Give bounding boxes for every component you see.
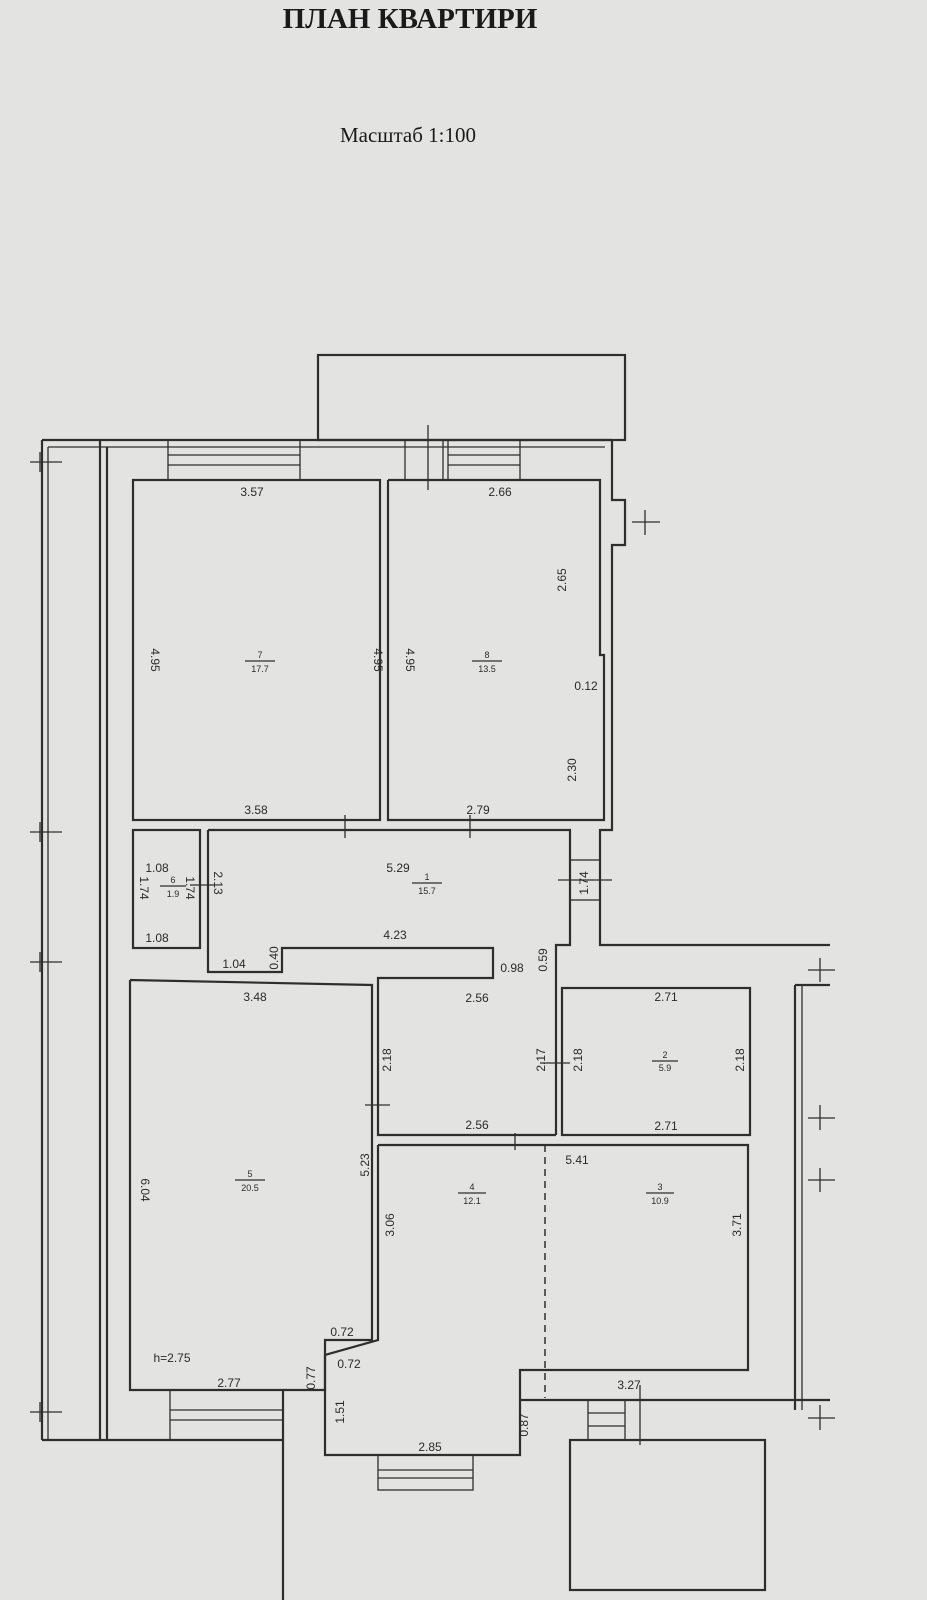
dim-label: 2.71 xyxy=(654,990,678,1004)
balcony-bottom xyxy=(568,1438,767,1592)
dim-label: 3.57 xyxy=(240,485,264,499)
dim-label: 2.18 xyxy=(571,1048,585,1072)
dim-label: 1.08 xyxy=(145,861,169,875)
room-number: 2 xyxy=(662,1050,667,1060)
walls xyxy=(30,353,835,1600)
room-1: 115.7 xyxy=(412,872,442,896)
room-8: 813.5 xyxy=(472,650,502,674)
dim-label: 1.08 xyxy=(145,931,169,945)
room-2: 25.9 xyxy=(652,1050,678,1073)
room-number: 3 xyxy=(657,1182,662,1192)
dim-label: 2.79 xyxy=(466,803,490,817)
room-number: 7 xyxy=(257,650,262,660)
dim-label: 0.77 xyxy=(304,1366,318,1390)
dim-label: 1.74 xyxy=(137,876,151,900)
dim-label: 2.85 xyxy=(418,1440,442,1454)
dim-label: 2.66 xyxy=(488,485,512,499)
dim-label: 1.74 xyxy=(183,876,197,900)
dim-label: 2.30 xyxy=(565,758,579,782)
corridor-outline xyxy=(208,828,572,1135)
room-area: 12.1 xyxy=(463,1196,481,1206)
room-area: 1.9 xyxy=(167,889,180,899)
dim-label: 2.71 xyxy=(654,1119,678,1133)
room-area: 20.5 xyxy=(241,1183,259,1193)
dim-label: 2.13 xyxy=(211,871,225,895)
room-8-outline xyxy=(386,478,606,822)
dim-label: 3.27 xyxy=(617,1378,641,1392)
dim-label: 0.72 xyxy=(337,1357,361,1371)
room-area: 10.9 xyxy=(651,1196,669,1206)
room-5-outline xyxy=(128,978,374,1392)
dim-label: 0.87 xyxy=(517,1413,531,1437)
room-4: 412.1 xyxy=(458,1182,486,1206)
room-7: 717.7 xyxy=(245,650,275,674)
room-5: 520.5 xyxy=(235,1169,265,1193)
dim-label: 2.17 xyxy=(534,1048,548,1072)
room-6-outline xyxy=(131,828,202,950)
dim-label: 3.71 xyxy=(730,1213,744,1237)
windows xyxy=(167,425,641,1491)
dim-label: 0.12 xyxy=(574,679,598,693)
dim-label: 1.51 xyxy=(333,1400,347,1424)
dim-label: 4.95 xyxy=(403,648,417,672)
room-number: 5 xyxy=(247,1169,252,1179)
balcony-top xyxy=(316,353,627,442)
dim-label: 3.48 xyxy=(243,990,267,1004)
dim-label: 1.74 xyxy=(577,871,591,895)
room-6: 61.9 xyxy=(160,875,186,899)
scale-label: Масштаб 1:100 xyxy=(340,123,476,147)
dim-label: 0.59 xyxy=(536,948,550,972)
room-number: 6 xyxy=(170,875,175,885)
dim-label: 2.56 xyxy=(465,1118,489,1132)
dim-label: 2.18 xyxy=(733,1048,747,1072)
dim-label: 5.41 xyxy=(565,1153,589,1167)
dim-label: 5.29 xyxy=(386,861,410,875)
room-4-3-outline xyxy=(323,1143,750,1457)
room-labels: 717.7 813.5 61.9 115.7 25.9 520.5 412.1 … xyxy=(153,650,678,1365)
page-title: ПЛАН КВАРТИРИ xyxy=(283,3,538,35)
dim-label: 2.77 xyxy=(217,1376,241,1390)
dim-label: 3.06 xyxy=(383,1213,397,1237)
dim-label: 6.04 xyxy=(138,1178,152,1202)
dim-label: 4.23 xyxy=(383,928,407,942)
room-area: 5.9 xyxy=(659,1063,672,1073)
ceiling-height: h=2.75 xyxy=(153,1351,190,1365)
dim-label: 2.65 xyxy=(555,568,569,592)
dim-label: 4.95 xyxy=(371,648,385,672)
room-area: 17.7 xyxy=(251,664,269,674)
dim-label: 0.40 xyxy=(267,946,281,970)
dim-label: 0.72 xyxy=(330,1325,354,1339)
dim-label: 3.58 xyxy=(244,803,268,817)
room-2-outline xyxy=(560,986,752,1137)
room-area: 15.7 xyxy=(418,886,436,896)
axis-ticks xyxy=(30,452,835,1430)
dimension-labels: 3.57 2.66 4.95 4.95 4.95 2.65 0.12 2.30 … xyxy=(137,485,747,1454)
room-3: 310.9 xyxy=(646,1182,674,1206)
room-number: 4 xyxy=(469,1182,474,1192)
dim-label: 0.98 xyxy=(500,961,524,975)
dim-label: 5.23 xyxy=(358,1153,372,1177)
room-number: 8 xyxy=(484,650,489,660)
room-number: 1 xyxy=(424,872,429,882)
dim-label: 2.56 xyxy=(465,991,489,1005)
room-area: 13.5 xyxy=(478,664,496,674)
dim-label: 4.95 xyxy=(148,648,162,672)
dim-label: 2.18 xyxy=(380,1048,394,1072)
dim-label: 1.04 xyxy=(222,957,246,971)
